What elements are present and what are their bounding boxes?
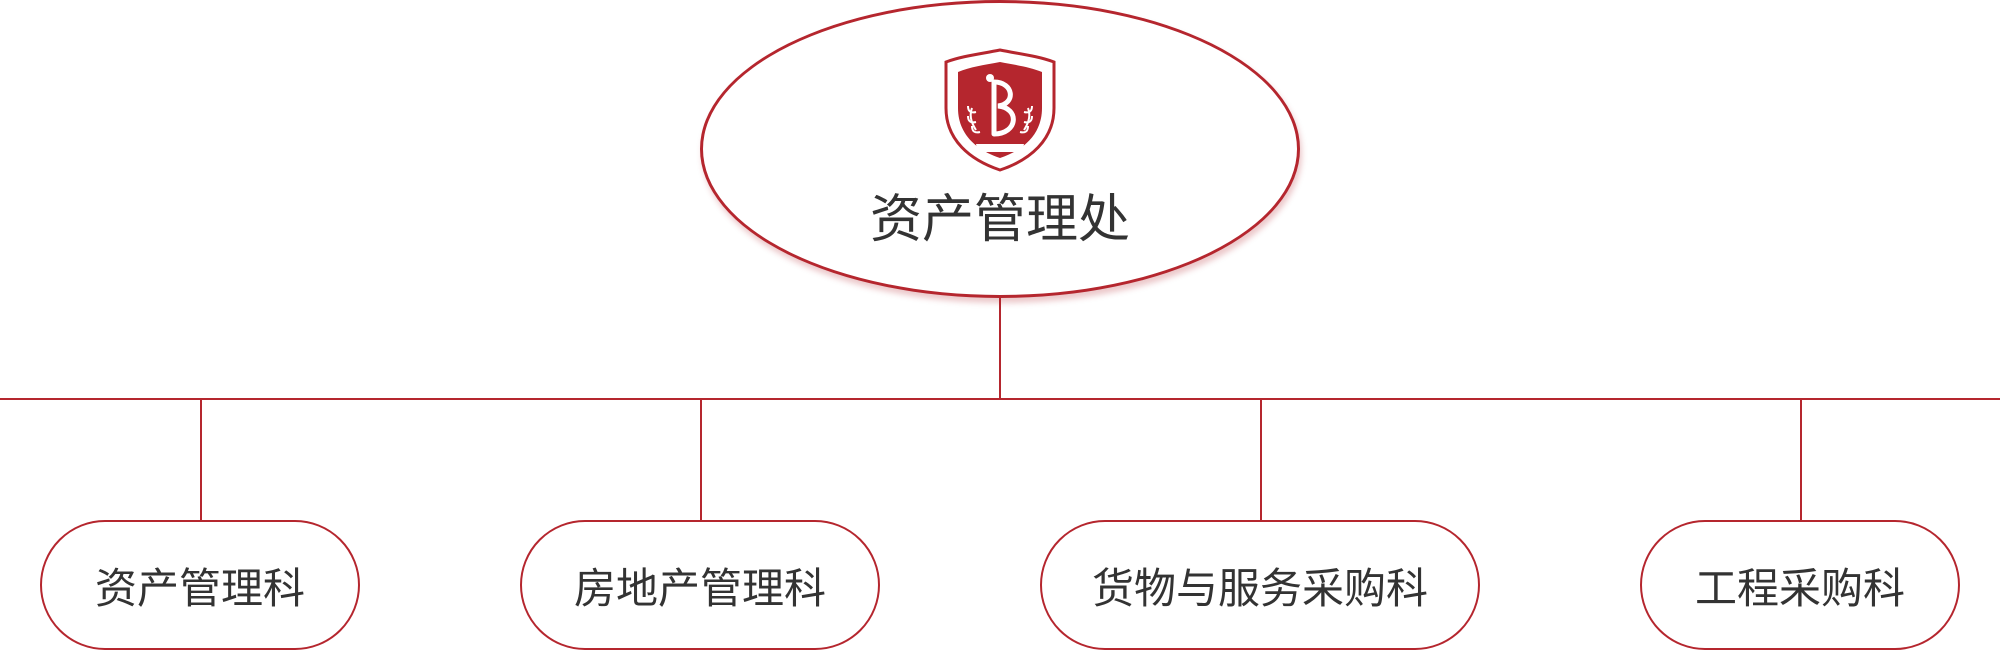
- child-label: 工程采购科: [1694, 563, 1905, 613]
- root-stem-line: [999, 298, 1001, 399]
- child-stem-line-2: [700, 399, 702, 521]
- child-label: 货物与服务采购科: [1091, 563, 1428, 613]
- child-node-real-estate-management[interactable]: 房地产管理科: [520, 520, 880, 650]
- child-stem-line-4: [1800, 399, 1802, 521]
- child-node-goods-services-procurement[interactable]: 货物与服务采购科: [1040, 520, 1480, 650]
- root-label: 资产管理处: [869, 190, 1130, 250]
- university-crest-icon: [944, 48, 1056, 172]
- child-stem-line-3: [1260, 399, 1262, 521]
- child-node-asset-management[interactable]: 资产管理科: [40, 520, 360, 650]
- child-label: 资产管理科: [94, 563, 305, 613]
- horizontal-bus-line: [0, 398, 2000, 400]
- child-node-engineering-procurement[interactable]: 工程采购科: [1640, 520, 1960, 650]
- child-stem-line-1: [200, 399, 202, 521]
- child-label: 房地产管理科: [573, 563, 826, 613]
